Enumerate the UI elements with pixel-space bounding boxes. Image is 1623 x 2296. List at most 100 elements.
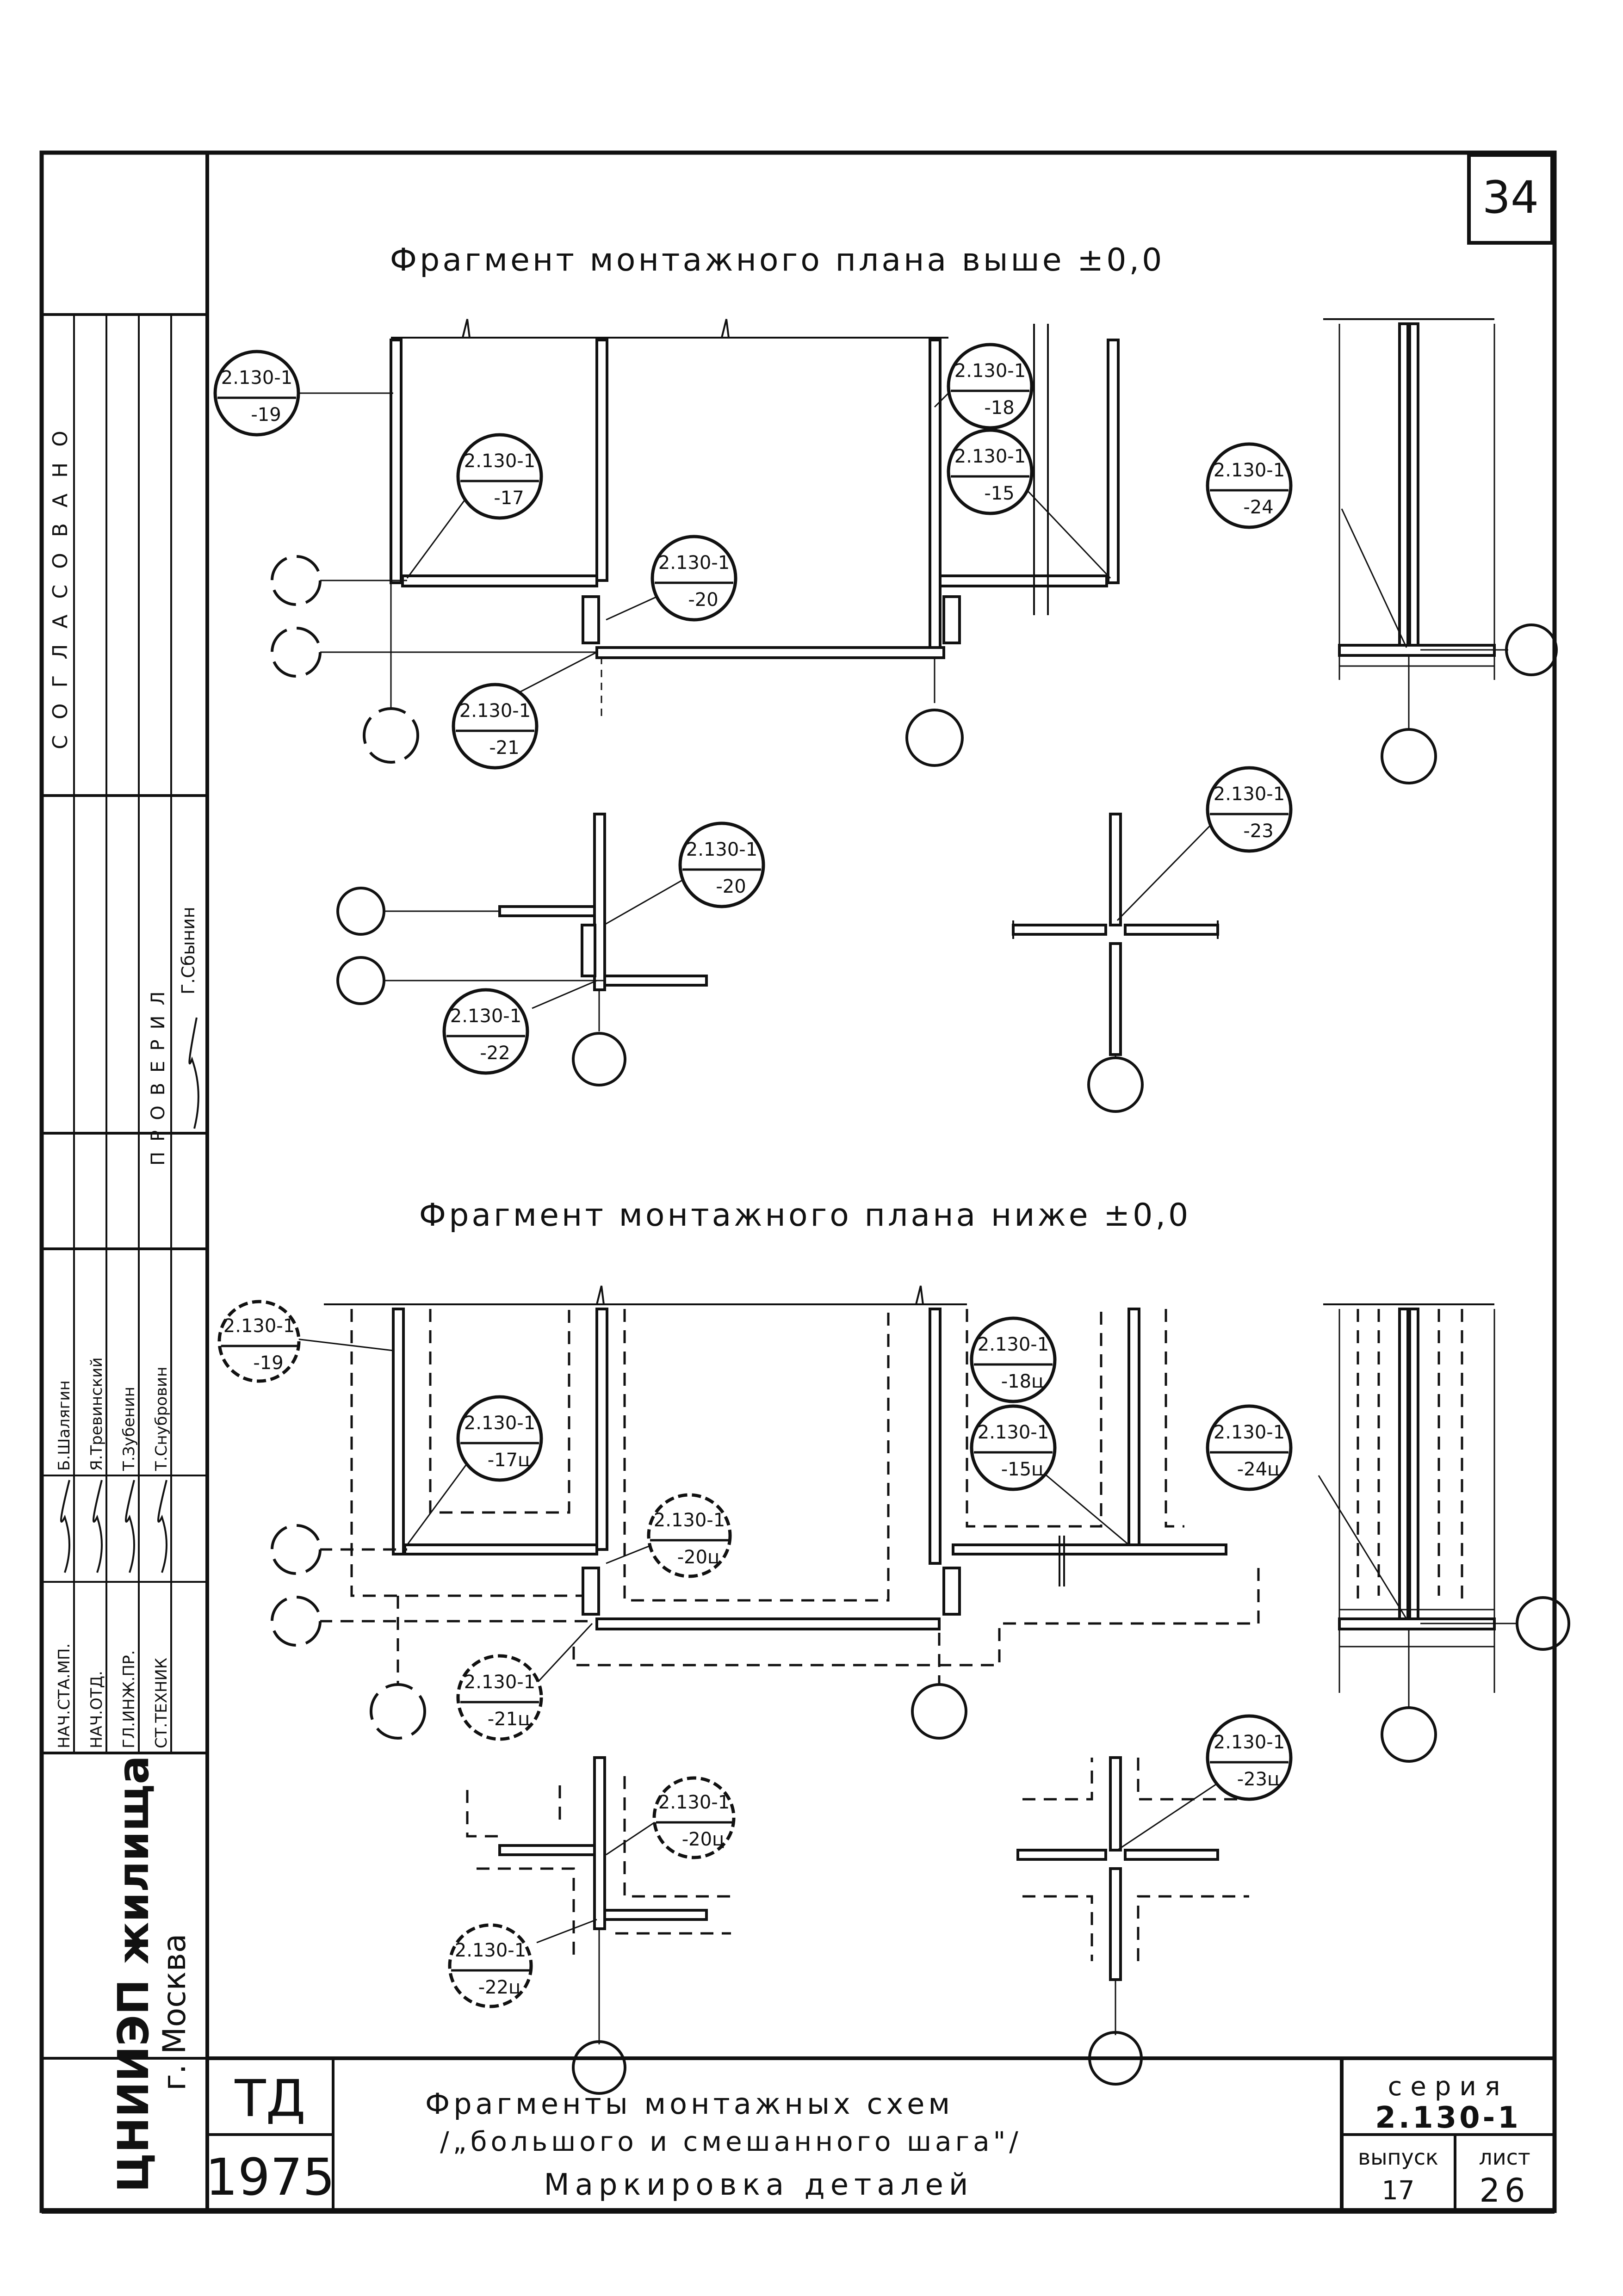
svg-text:-19: -19	[253, 1352, 283, 1374]
svg-text:2.130-1: 2.130-1	[455, 1940, 526, 1961]
svg-text:2.130-1: 2.130-1	[658, 1792, 730, 1813]
lower-plan-title: Фрагмент монтажного плана ниже ±0,0	[419, 1197, 1191, 1234]
axis-bubble	[911, 1683, 967, 1740]
checked-label: ПРОВЕРИЛ	[148, 981, 169, 1166]
issue-value: 17	[1381, 2176, 1414, 2206]
series-value: 2.130-1	[1375, 2101, 1521, 2135]
svg-text:2.130-1: 2.130-1	[654, 1510, 725, 1531]
detail-callout: 2.130-1 -18ц	[970, 1316, 1057, 1403]
signature-mark	[125, 1480, 135, 1573]
upper-plan-corner-fragment	[384, 813, 708, 1031]
sheet-label: лист	[1479, 2145, 1530, 2170]
svg-text:2.130-1: 2.130-1	[1214, 1422, 1285, 1443]
detail-callout: 2.130-1 -23	[1206, 766, 1293, 853]
page-number: 34	[1482, 172, 1539, 223]
detail-callout: 2.130-1 -21	[452, 683, 539, 770]
checked-name: Г.Сбынин	[178, 907, 198, 994]
svg-text:2.130-1: 2.130-1	[686, 839, 757, 860]
lower-plan-corner-fragment	[466, 1756, 731, 2044]
axis-bubble	[271, 1524, 322, 1575]
axis-bubble	[1505, 623, 1558, 676]
svg-text:2.130-1: 2.130-1	[464, 1672, 535, 1693]
detail-callout: 2.130-1 -19	[213, 350, 300, 437]
detail-callout: 2.130-1 -23ц	[1206, 1714, 1293, 1801]
signature-mark	[93, 1480, 103, 1573]
detail-callout: 2.130-1 -24	[1206, 442, 1293, 529]
svg-text:-15ц: -15ц	[1001, 1459, 1044, 1480]
svg-text:2.130-1: 2.130-1	[1214, 460, 1285, 481]
svg-text:2.130-1: 2.130-1	[954, 360, 1026, 382]
axis-bubble	[336, 956, 385, 1005]
callouts-lower: 2.130-1 -19 2.130-1 -17ц 2.130-1 -20ц 2.…	[217, 1300, 1293, 2008]
svg-text:2.130-1: 2.130-1	[450, 1006, 521, 1027]
name-4: Т.Снубровин	[152, 1367, 171, 1471]
upper-plan-main-fragment	[319, 319, 1120, 722]
sheet-frame	[39, 150, 1557, 2213]
lower-plan-right-fragment	[1323, 1303, 1518, 1707]
position-4: СТ.ТЕХНИК	[152, 1658, 171, 1748]
signature-mark	[60, 1480, 70, 1573]
svg-text:2.130-1: 2.130-1	[1214, 1732, 1285, 1753]
description-line-3: Маркировка деталей	[544, 2168, 973, 2202]
detail-callout: 2.130-1 -20	[678, 821, 765, 908]
axis-bubble	[370, 1683, 426, 1740]
position-2: НАЧ.ОТД.	[87, 1671, 106, 1748]
svg-text:-20: -20	[688, 589, 718, 611]
svg-text:-19: -19	[251, 404, 281, 426]
svg-text:-22: -22	[480, 1043, 510, 1064]
callouts-upper: 2.130-1 -19 2.130-1 -17 2.130-1 -20 2.13…	[213, 343, 1293, 1075]
svg-text:-20ц: -20ц	[682, 1829, 725, 1850]
svg-text:2.130-1: 2.130-1	[459, 700, 531, 722]
detail-callout: 2.130-1 -19	[217, 1300, 301, 1383]
detail-callout: 2.130-1 -22	[442, 988, 529, 1075]
detail-callout: 2.130-1 -17ц	[456, 1395, 543, 1482]
name-1: Б.Шалягин	[55, 1380, 74, 1471]
org-city: г. Москва	[156, 1934, 193, 2091]
axis-bubble	[363, 707, 419, 764]
axis-bubble	[1516, 1596, 1570, 1651]
svg-text:2.130-1: 2.130-1	[221, 367, 292, 389]
detail-callout: 2.130-1 -22ц	[448, 1923, 533, 2008]
axis-bubble	[271, 555, 322, 606]
svg-text:2.130-1: 2.130-1	[954, 446, 1026, 467]
lower-plan-main-fragment	[319, 1285, 1260, 1684]
title-block: ТД 1975 Фрагменты монтажных схем /„больш…	[205, 2056, 1555, 2211]
svg-text:2.130-1: 2.130-1	[464, 451, 535, 472]
svg-text:-20: -20	[716, 876, 746, 897]
svg-text:-17: -17	[494, 488, 524, 509]
svg-text:-15: -15	[984, 483, 1014, 504]
sheet-value: 26	[1479, 2172, 1530, 2210]
svg-text:-24: -24	[1243, 497, 1273, 518]
axis-bubble	[271, 1596, 322, 1647]
svg-text:-21ц: -21ц	[488, 1709, 531, 1730]
detail-callout: 2.130-1 -15	[947, 428, 1034, 515]
detail-callout: 2.130-1 -17	[456, 433, 543, 520]
svg-text:2.130-1: 2.130-1	[978, 1334, 1049, 1355]
svg-text:-21: -21	[489, 737, 519, 759]
upper-plan-right-fragment	[1323, 318, 1508, 731]
signature-mark	[157, 1480, 167, 1573]
name-2: Я.Тревинский	[87, 1358, 106, 1471]
description-line-1: Фрагменты монтажных схем	[425, 2087, 954, 2121]
issue-label: выпуск	[1358, 2145, 1438, 2170]
upper-plan-cross-fragment	[1012, 813, 1219, 1059]
leader-lines	[257, 392, 1407, 1944]
svg-text:2.130-1: 2.130-1	[658, 552, 730, 574]
side-stamp: СОГЛАСОВАНО ПРОВЕРИЛ Г.Сбынин НАЧ.СТА.МП…	[42, 313, 207, 2192]
detail-callout: 2.130-1 -20ц	[652, 1776, 736, 1859]
axis-bubble	[271, 627, 322, 678]
axis-bubble	[905, 709, 964, 767]
svg-text:-23ц: -23ц	[1237, 1769, 1280, 1790]
svg-text:-22ц: -22ц	[478, 1977, 521, 1998]
org-name: ЦНИИЭП жилища	[109, 1755, 158, 2192]
svg-text:-17ц: -17ц	[488, 1450, 531, 1471]
signature-mark	[188, 1017, 199, 1129]
position-1: НАЧ.СТА.МП.	[55, 1643, 74, 1748]
name-3: Т.Зубенин	[120, 1387, 138, 1471]
detail-callout: 2.130-1 -18	[947, 343, 1034, 430]
axis-bubble	[572, 1032, 626, 1086]
svg-text:-18ц: -18ц	[1001, 1371, 1044, 1392]
axis-bubble	[572, 2040, 626, 2095]
svg-text:-24ц: -24ц	[1237, 1459, 1280, 1480]
